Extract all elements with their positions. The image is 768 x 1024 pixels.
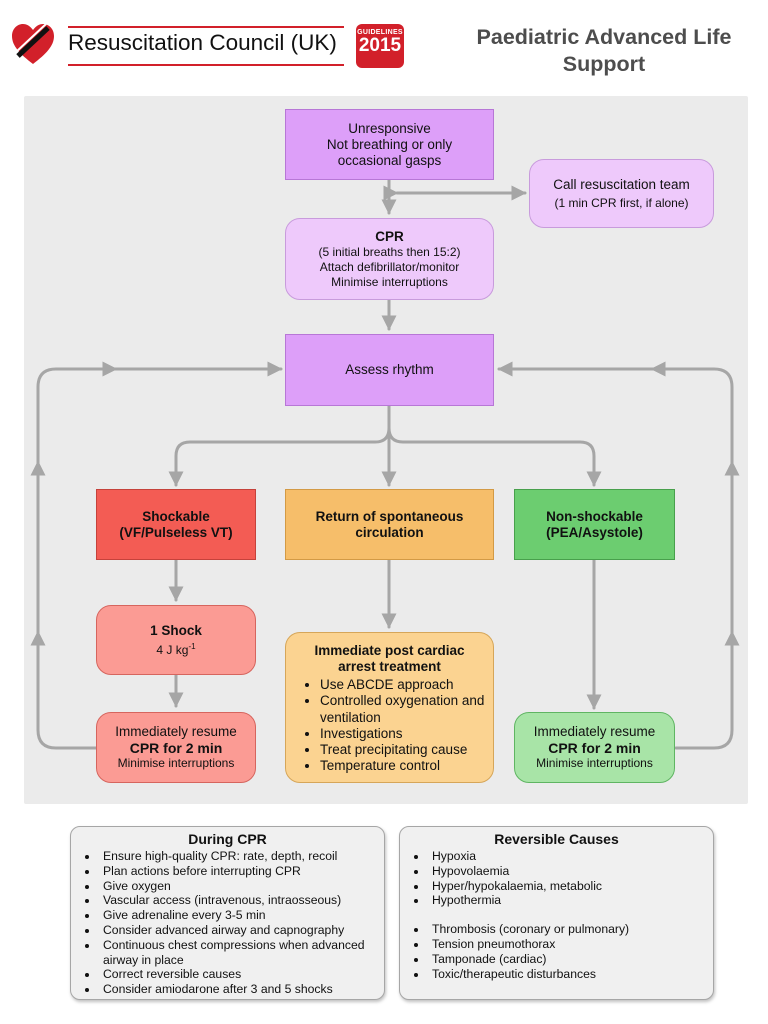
list-item: Temperature control [320, 758, 487, 774]
list-item: Correct reversible causes [99, 967, 376, 982]
cpr-line-1: (5 initial breaths then 15:2) [318, 244, 461, 259]
non-shockable-line-1: Non-shockable [546, 508, 643, 524]
list-item: Hypothermia [428, 893, 705, 908]
list-item: Consider amiodarone after 3 and 5 shocks [99, 982, 376, 997]
list-item: Hypovolaemia [428, 864, 705, 879]
list-item: Treat precipitating cause [320, 742, 487, 758]
shockable-box: Shockable (VF/Pulseless VT) [96, 489, 256, 560]
header-rule-bottom [68, 64, 344, 66]
shock-dose: 4 J kg-1 [156, 639, 195, 658]
badge-year: 2015 [358, 35, 402, 56]
unresponsive-line-2: Not breathing or only [326, 136, 453, 152]
list-item: Plan actions before interrupting CPR [99, 864, 376, 879]
non-shockable-line-2: (PEA/Asystole) [546, 524, 643, 540]
resume-right-line-3: Minimise interruptions [536, 756, 653, 770]
page-title: Paediatric Advanced Life Support [450, 24, 758, 78]
list-item: Hyper/hypokalaemia, metabolic [428, 879, 705, 894]
during-cpr-box: During CPR Ensure high-quality CPR: rate… [70, 826, 385, 1000]
call-team-box: Call resuscitation team (1 min CPR first… [529, 159, 714, 228]
during-cpr-title: During CPR [188, 831, 267, 847]
resume-cpr-left-box: Immediately resume CPR for 2 min Minimis… [96, 712, 256, 783]
cpr-line-3: Minimise interruptions [331, 274, 448, 289]
unresponsive-line-1: Unresponsive [348, 120, 431, 136]
shockable-line-1: Shockable [142, 508, 210, 524]
during-cpr-list: Ensure high-quality CPR: rate, depth, re… [79, 849, 376, 997]
badge-label: GUIDELINES [357, 29, 403, 36]
list-item: Tension pneumothorax [428, 937, 705, 952]
resume-cpr-right-box: Immediately resume CPR for 2 min Minimis… [514, 712, 675, 783]
list-item: Tamponade (cardiac) [428, 952, 705, 967]
unresponsive-line-3: occasional gasps [337, 152, 442, 168]
call-team-line-2: (1 min CPR first, if alone) [554, 195, 689, 210]
shock-box: 1 Shock 4 J kg-1 [96, 605, 256, 675]
shockable-line-2: (VF/Pulseless VT) [119, 524, 233, 540]
shock-dose-exponent: -1 [188, 641, 196, 651]
list-item: Consider advanced airway and capnography [99, 923, 376, 938]
rosc-line-1: Return of spontaneous [315, 508, 464, 524]
reversible-causes-box: Reversible Causes Hypoxia Hypovolaemia H… [399, 826, 714, 1000]
list-item: Vascular access (intravenous, intraosseo… [99, 893, 376, 908]
post-arrest-list: Use ABCDE approach Controlled oxygenatio… [292, 677, 487, 775]
header-rule-top [68, 26, 344, 28]
organisation-name: Resuscitation Council (UK) [68, 30, 337, 55]
list-item: Continuous chest compressions when advan… [99, 938, 376, 968]
guidelines-badge: GUIDELINES 2015 [356, 24, 404, 68]
list-item: Give adrenaline every 3-5 min [99, 908, 376, 923]
assess-rhythm-label: Assess rhythm [345, 362, 434, 377]
list-item: Investigations [320, 726, 487, 742]
post-arrest-title: Immediate post cardiac arrest treatment [314, 643, 465, 674]
assess-rhythm-box: Assess rhythm [285, 334, 494, 406]
post-arrest-box: Immediate post cardiac arrest treatment … [285, 632, 494, 783]
shock-dose-value: 4 J kg [156, 642, 189, 657]
page-title-line-2: Support [562, 52, 646, 76]
rosc-line-2: circulation [355, 524, 424, 540]
loop-right [497, 361, 734, 750]
reversible-causes-title: Reversible Causes [494, 831, 619, 847]
resume-left-line-1: Immediately resume [115, 724, 237, 739]
list-item: Hypoxia [428, 849, 705, 864]
list-item: Use ABCDE approach [320, 677, 487, 693]
heart-logo-icon [12, 23, 54, 64]
shock-title: 1 Shock [150, 622, 202, 638]
unresponsive-box: Unresponsive Not breathing or only occas… [285, 109, 494, 180]
list-item: Ensure high-quality CPR: rate, depth, re… [99, 849, 376, 864]
call-team-line-1: Call resuscitation team [553, 176, 690, 192]
list-item: Give oxygen [99, 879, 376, 894]
cpr-box: CPR (5 initial breaths then 15:2) Attach… [285, 218, 494, 300]
list-item: Toxic/therapeutic disturbances [428, 967, 705, 982]
resume-left-line-2: CPR for 2 min [129, 740, 223, 756]
list-item: Controlled oxygenation and ventilation [320, 693, 487, 726]
resume-left-line-3: Minimise interruptions [117, 756, 235, 770]
rosc-box: Return of spontaneous circulation [285, 489, 494, 560]
resume-right-line-1: Immediately resume [533, 724, 656, 739]
cpr-title: CPR [375, 228, 404, 244]
cpr-line-2: Attach defibrillator/monitor [319, 259, 460, 274]
arrow-assess-split [168, 404, 391, 487]
resume-right-line-2: CPR for 2 min [548, 740, 641, 756]
loop-left [36, 361, 283, 750]
reversible-causes-list: Hypoxia Hypovolaemia Hyper/hypokalaemia,… [408, 849, 705, 981]
non-shockable-box: Non-shockable (PEA/Asystole) [514, 489, 675, 560]
arrow-assess-to-nonshockable [387, 426, 602, 487]
list-item: Thrombosis (coronary or pulmonary) [428, 922, 705, 937]
page-title-line-1: Paediatric Advanced Life [476, 25, 732, 49]
